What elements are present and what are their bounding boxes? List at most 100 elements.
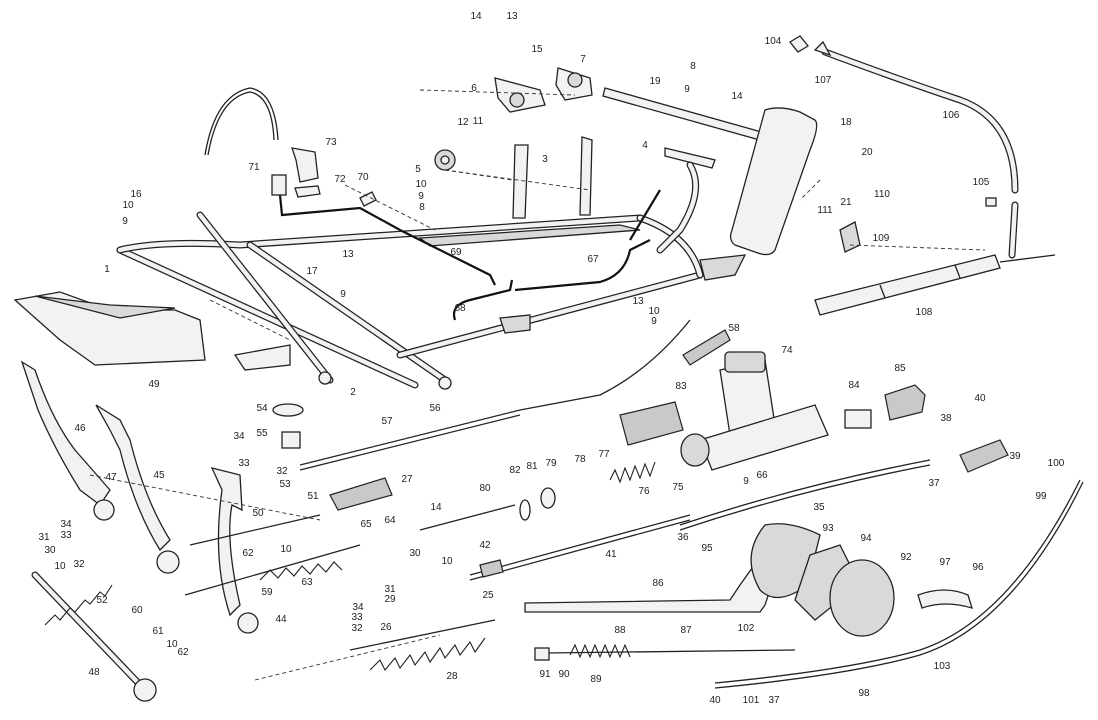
- chassis-frame: [116, 211, 747, 390]
- part-callout-27: 27: [401, 474, 413, 485]
- part-callout-42: 42: [479, 540, 491, 551]
- shield-18: [729, 107, 818, 256]
- part-callout-4: 4: [642, 140, 648, 151]
- part-callout-78: 78: [574, 454, 586, 465]
- part-callout-111: 111: [817, 205, 833, 216]
- part-callout-90: 90: [558, 669, 570, 680]
- quadrant-96: [917, 589, 973, 609]
- part-callout-34: 34: [60, 519, 72, 530]
- part-callout-73: 73: [325, 137, 337, 148]
- silencer-108: [814, 254, 1001, 316]
- part-callout-87: 87: [680, 625, 692, 636]
- part-callout-39: 39: [1009, 451, 1021, 462]
- push-rod-80: [419, 504, 516, 531]
- switch-84: [844, 409, 872, 429]
- part-callout-66: 66: [756, 470, 768, 481]
- part-callout-10: 10: [648, 306, 660, 317]
- part-callout-14: 14: [430, 502, 442, 513]
- part-callout-106: 106: [942, 110, 960, 121]
- part-callout-7: 7: [580, 54, 586, 65]
- part-callout-37: 37: [928, 478, 940, 489]
- part-callout-33: 33: [351, 612, 363, 623]
- part-callout-10: 10: [280, 544, 292, 555]
- pedal-44: [210, 467, 243, 617]
- exhaust-pipe-106: [821, 48, 1019, 194]
- pedal-bracket-4: [664, 147, 716, 169]
- part-callout-11: 11: [472, 116, 484, 127]
- rod-59: [184, 544, 361, 596]
- part-callout-40: 40: [709, 695, 721, 706]
- part-callout-9: 9: [340, 289, 346, 300]
- part-callout-91: 91: [539, 669, 551, 680]
- part-callout-93: 93: [822, 523, 834, 534]
- part-callout-50: 50: [252, 508, 264, 519]
- part-callout-32: 32: [351, 623, 363, 634]
- plate-92: [829, 559, 895, 637]
- part-callout-3: 3: [542, 154, 548, 165]
- part-callout-94: 94: [860, 533, 872, 544]
- part-callout-48: 48: [88, 667, 100, 678]
- part-callout-8: 8: [419, 202, 425, 213]
- part-callout-88: 88: [614, 625, 626, 636]
- part-callout-31: 31: [384, 584, 396, 595]
- part-callout-10: 10: [122, 200, 134, 211]
- strap-109: [839, 221, 861, 253]
- pillar-left: [512, 144, 529, 219]
- pillar-right: [579, 136, 593, 216]
- part-callout-63: 63: [301, 577, 313, 588]
- flex-hose: [204, 87, 279, 156]
- rod-50: [189, 514, 321, 546]
- part-callout-44: 44: [275, 614, 287, 625]
- part-callout-6: 6: [471, 83, 477, 94]
- part-callout-29: 29: [384, 594, 396, 605]
- part-callout-58: 58: [728, 323, 740, 334]
- part-callout-14: 14: [470, 11, 482, 22]
- master-cylinder-74: [680, 351, 829, 471]
- part-callout-59: 59: [261, 587, 273, 598]
- part-callout-41: 41: [605, 549, 617, 560]
- part-callout-64: 64: [384, 515, 396, 526]
- part-callout-55: 55: [256, 428, 268, 439]
- part-callout-52: 52: [96, 595, 108, 606]
- part-callout-80: 80: [479, 483, 491, 494]
- part-callout-10: 10: [415, 179, 427, 190]
- part-callout-25: 25: [482, 590, 494, 601]
- part-callout-36: 36: [677, 532, 689, 543]
- part-callout-9: 9: [122, 216, 128, 227]
- part-callout-69: 69: [450, 247, 462, 258]
- part-callout-54: 54: [256, 403, 268, 414]
- part-callout-72: 72: [334, 174, 346, 185]
- part-callout-45: 45: [153, 470, 165, 481]
- part-callout-34: 34: [352, 602, 364, 613]
- part-callout-20: 20: [861, 147, 873, 158]
- part-callout-40: 40: [974, 393, 986, 404]
- part-callout-110: 110: [874, 189, 890, 200]
- spring-54: [272, 403, 304, 417]
- part-callout-79: 79: [545, 458, 557, 469]
- boot-83: [619, 401, 684, 446]
- cable-98: [714, 479, 1081, 684]
- part-callout-77: 77: [598, 449, 610, 460]
- part-callout-21: 21: [840, 197, 852, 208]
- undertray-49: [13, 291, 206, 366]
- part-callout-10: 10: [441, 556, 453, 567]
- bush-55: [281, 431, 301, 449]
- part-callout-9: 9: [418, 191, 424, 202]
- part-callout-67: 67: [587, 254, 599, 265]
- part-callout-46: 46: [74, 423, 86, 434]
- part-callout-89: 89: [590, 674, 602, 685]
- part-callout-104: 104: [764, 36, 782, 47]
- part-callout-56: 56: [429, 403, 441, 414]
- part-callout-97: 97: [939, 557, 951, 568]
- pipe-35: [679, 459, 931, 526]
- part-callout-10: 10: [166, 639, 178, 650]
- part-callout-105: 105: [972, 177, 990, 188]
- part-callout-51: 51: [307, 491, 319, 502]
- part-callout-33: 33: [238, 458, 250, 469]
- part-callout-82: 82: [509, 465, 521, 476]
- part-callout-103: 103: [933, 661, 951, 672]
- bracket-73: [291, 147, 319, 183]
- part-callout-12: 12: [457, 117, 469, 128]
